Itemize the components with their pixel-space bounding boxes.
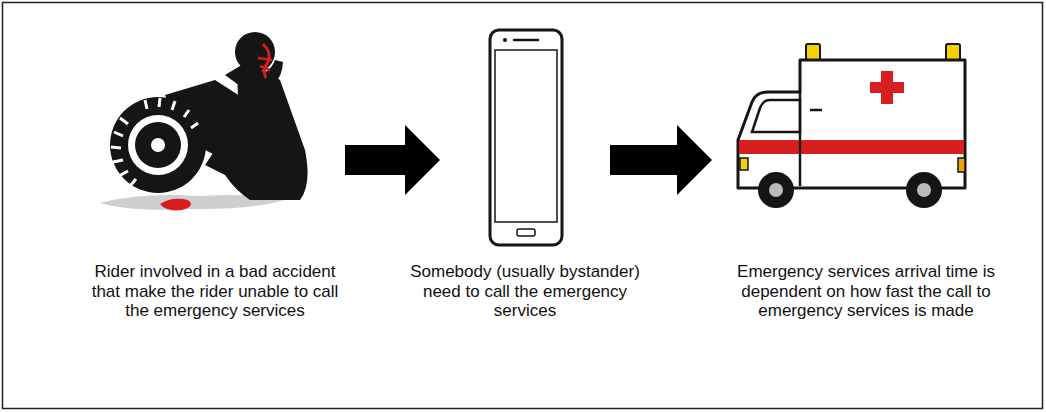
step-caption: Rider involved in a bad accident that ma… [79, 262, 351, 321]
step-caption: Somebody (usually bystander) need to cal… [400, 262, 650, 321]
flow-arrow [345, 125, 440, 195]
step-panel: Rider involved in a bad accident that ma… [95, 25, 342, 215]
step-panel: Somebody (usually bystander) need to cal… [443, 25, 607, 250]
ambulance-icon [738, 44, 965, 208]
phone-icon [490, 30, 562, 245]
frame-border [3, 3, 1043, 409]
flow-arrow [610, 125, 712, 195]
step-caption: Emergency services arrival time is depen… [710, 262, 1022, 321]
step-panel: Emergency services arrival time is depen… [715, 35, 975, 215]
motorbike-crash [100, 32, 308, 210]
